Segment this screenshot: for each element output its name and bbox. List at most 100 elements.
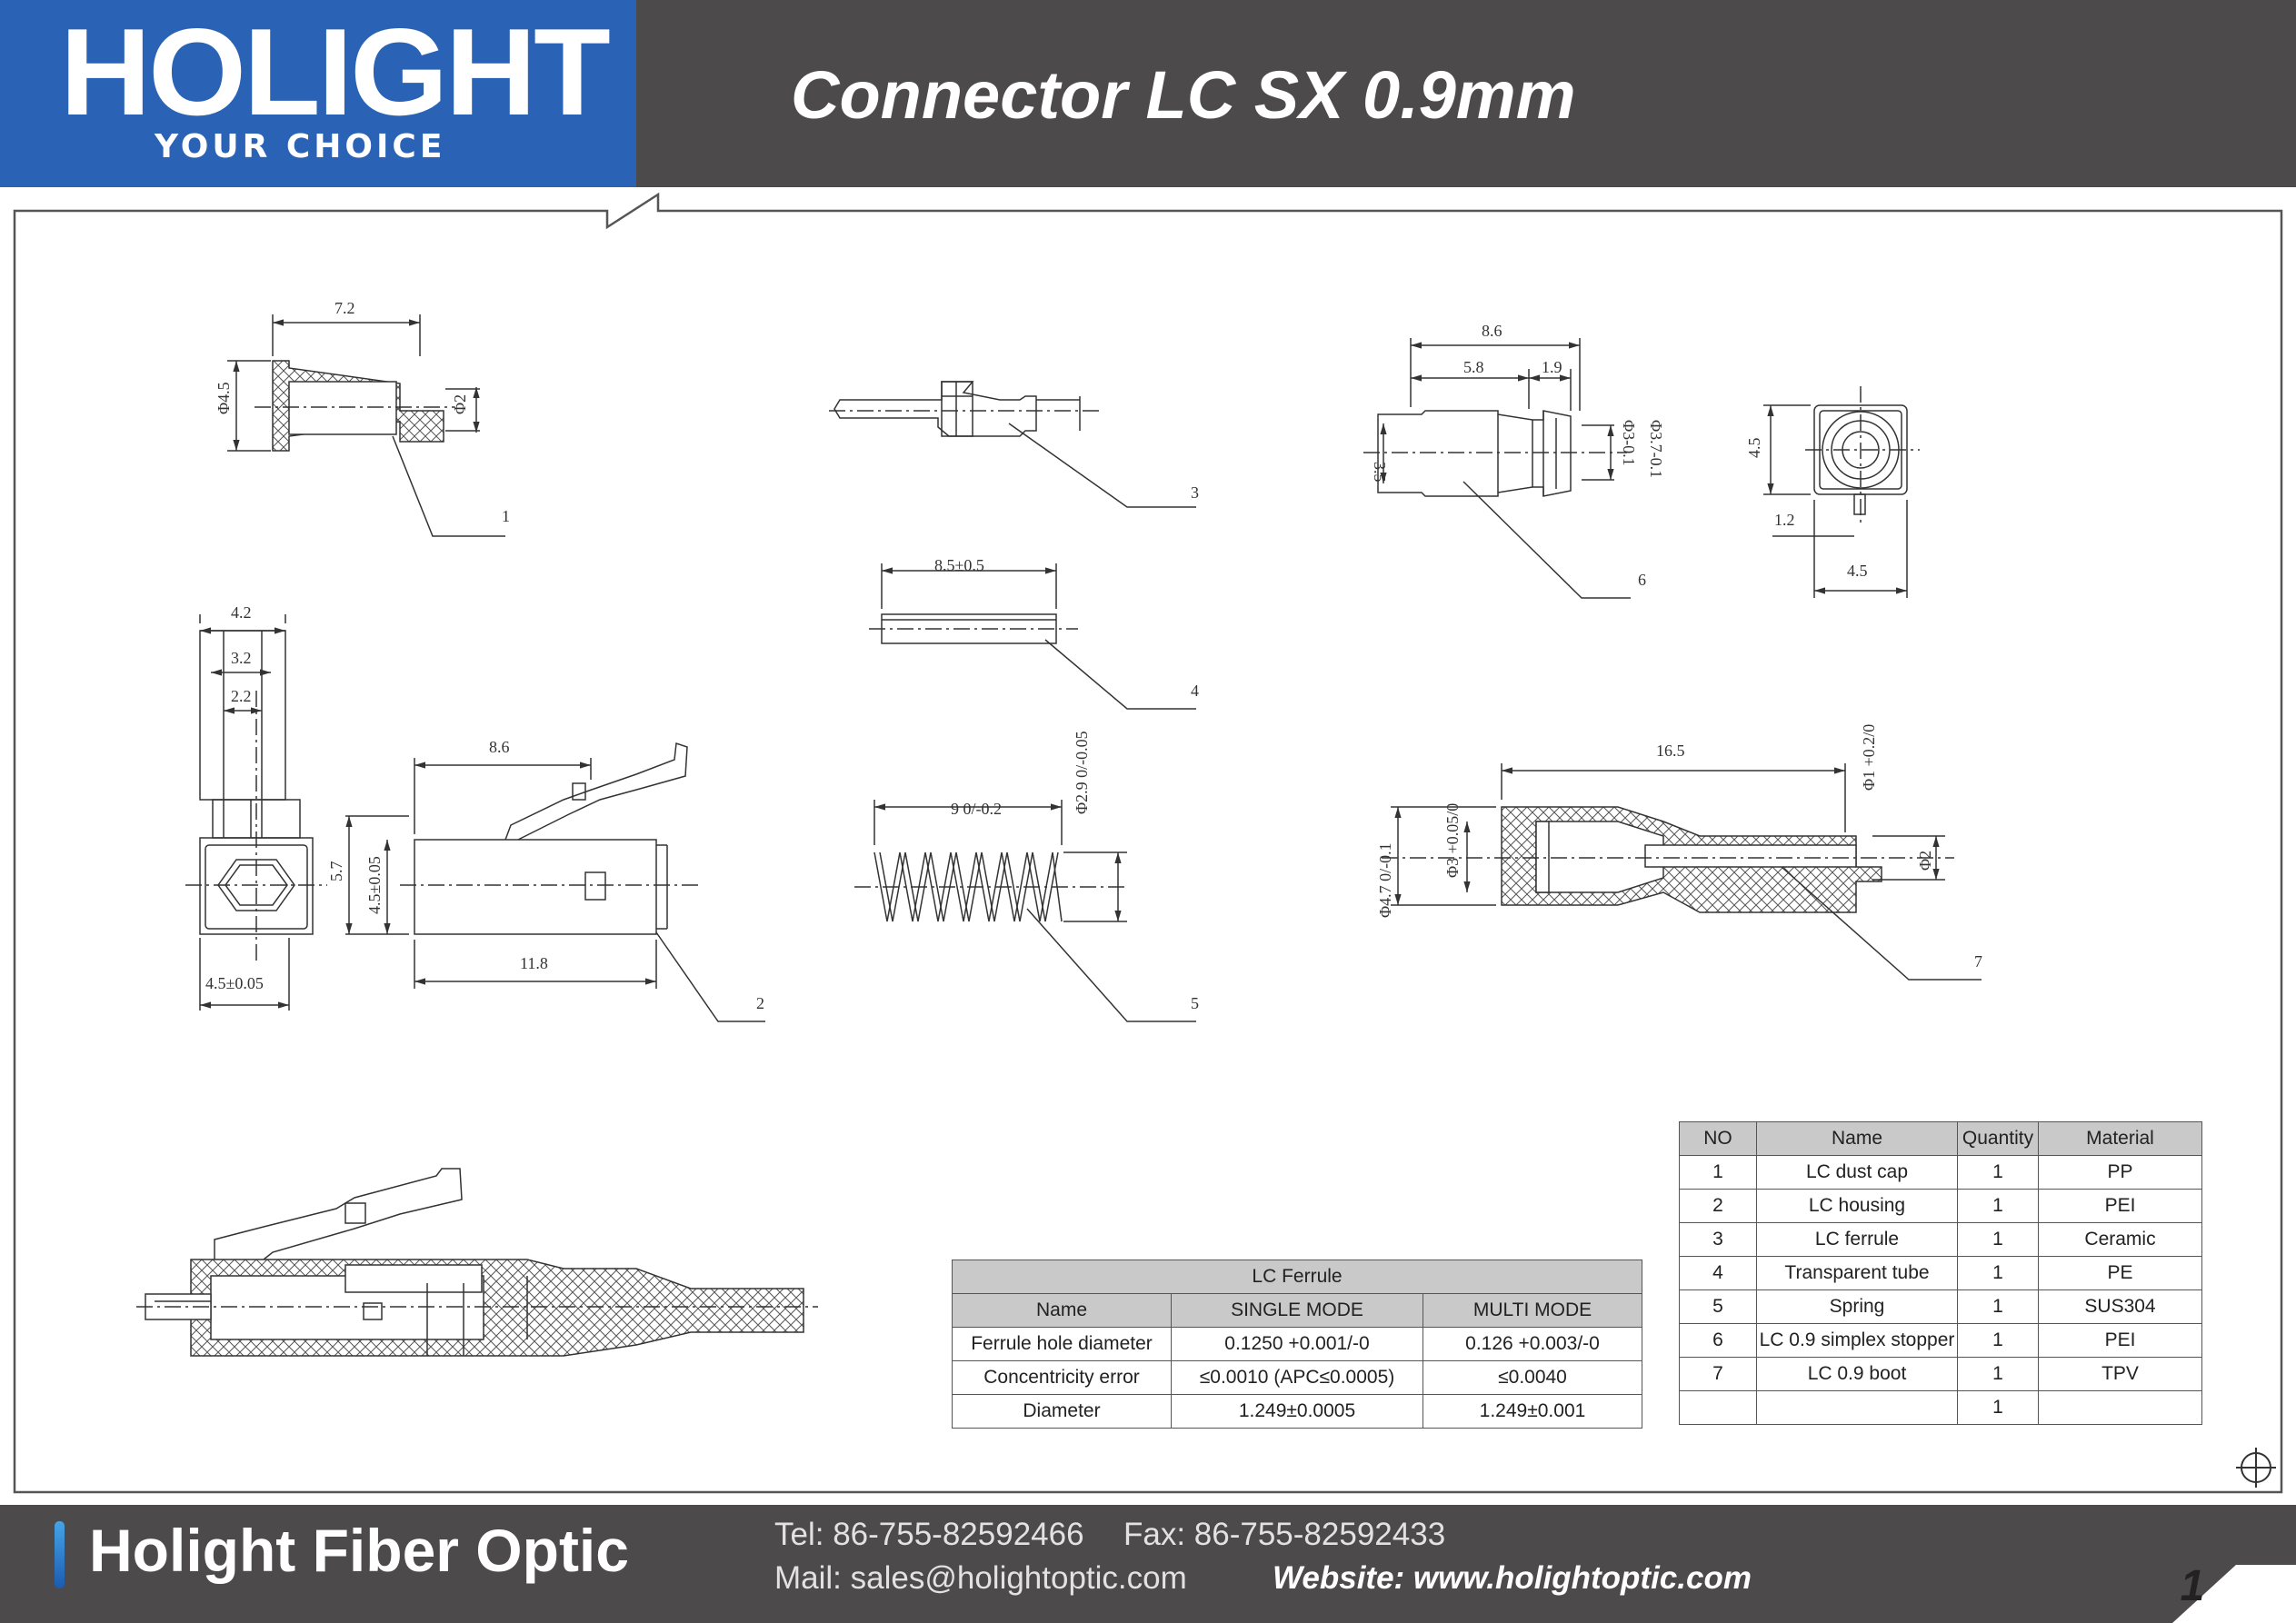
table-cell: 1 xyxy=(1957,1289,2039,1324)
part-3-ferrule-drawing xyxy=(829,381,1196,508)
table-cell: Transparent tube xyxy=(1756,1256,1958,1290)
dim-8-5: 8.5±0.5 xyxy=(934,556,984,574)
table-cell: Ceramic xyxy=(2038,1222,2202,1257)
column-header: Name xyxy=(952,1293,1172,1328)
column-header: Material xyxy=(2038,1121,2202,1156)
dim-phi-3: Φ3-0.1 xyxy=(1620,420,1638,466)
table-cell: PEI xyxy=(2038,1323,2202,1358)
column-header: Quantity xyxy=(1957,1121,2039,1156)
column-header: SINGLE MODE xyxy=(1171,1293,1423,1328)
dim-8-6: 8.6 xyxy=(1482,322,1502,340)
dim-4-5-horizontal: 4.5 xyxy=(1847,562,1868,580)
part-number-3: 3 xyxy=(1191,483,1199,502)
table-cell: ≤0.0040 xyxy=(1423,1360,1642,1395)
part-number-1: 1 xyxy=(502,507,510,525)
dim-phi-2: Φ2 xyxy=(451,394,469,414)
table-cell xyxy=(2038,1390,2202,1425)
part-number-6: 6 xyxy=(1638,571,1646,589)
registration-mark-icon xyxy=(2236,1448,2276,1488)
part-5-spring-drawing xyxy=(854,800,1196,1022)
table-cell: 1 xyxy=(1957,1357,2039,1391)
table-cell: Concentricity error xyxy=(952,1360,1172,1395)
table-cell: 1 xyxy=(1957,1323,2039,1358)
table-cell: TPV xyxy=(2038,1357,2202,1391)
table-cell: ≤0.0010 (APC≤0.0005) xyxy=(1171,1360,1423,1395)
part-number-4: 4 xyxy=(1191,682,1199,700)
table-row: Diameter 1.249±0.0005 1.249±0.001 xyxy=(952,1394,1642,1429)
table-cell: LC housing xyxy=(1756,1189,1958,1223)
table-title: LC Ferrule xyxy=(952,1260,1642,1294)
part-2-housing-side-drawing xyxy=(345,742,765,1022)
table-cell: 2 xyxy=(1679,1189,1757,1223)
dim-phi-3-boot: Φ3 +0.05/0 xyxy=(1443,803,1462,878)
dim-phi-4-5: Φ4.5 xyxy=(215,382,233,414)
part-7-boot-drawing xyxy=(1382,763,1982,981)
table-cell: PEI xyxy=(2038,1189,2202,1223)
logo: HOLIGHT YOUR CHOICE xyxy=(0,0,636,187)
part-6-stopper-drawing xyxy=(1363,338,1631,599)
table-cell: 0.1250 +0.001/-0 xyxy=(1171,1327,1423,1361)
page-title: Connector LC SX 0.9mm xyxy=(791,57,1576,133)
table-cell: SUS304 xyxy=(2038,1289,2202,1324)
dim-11-8: 11.8 xyxy=(520,954,548,972)
part-6-front-view-drawing xyxy=(1763,386,1920,598)
part-number-7: 7 xyxy=(1974,952,1982,971)
table-cell: 1 xyxy=(1957,1390,2039,1425)
table-cell: PP xyxy=(2038,1155,2202,1190)
table-cell: Ferrule hole diameter xyxy=(952,1327,1172,1361)
table-cell: 1 xyxy=(1679,1155,1757,1190)
assembly-drawing xyxy=(136,1168,818,1357)
logo-text: HOLIGHT xyxy=(60,3,611,141)
table-cell: 1.249±0.001 xyxy=(1423,1394,1642,1429)
website-link[interactable]: Website: www.holightoptic.com xyxy=(1273,1560,1752,1596)
dim-3-5: 3.5 xyxy=(1371,462,1389,483)
email-address: Mail: sales@holightoptic.com xyxy=(774,1560,1187,1596)
table-cell: 0.126 +0.003/-0 xyxy=(1423,1327,1642,1361)
dimension-labels: 7.2 Φ4.5 Φ2 1 3 8.6 5.8 1.9 3.5 Φ3-0.1 Φ… xyxy=(205,299,1982,1012)
page-corner xyxy=(2172,1565,2296,1623)
table-cell: 3 xyxy=(1679,1222,1757,1257)
table-cell xyxy=(1679,1390,1757,1425)
dim-16-5: 16.5 xyxy=(1656,742,1685,760)
dim-4-5-vertical: 4.5 xyxy=(1745,438,1763,459)
fax-number: Fax: 86-755-82592433 xyxy=(1123,1517,1446,1552)
part-4-tube-drawing xyxy=(869,563,1196,710)
dim-phi-2-9: Φ2.9 0/-0.05 xyxy=(1073,731,1091,814)
dim-9: 9 0/-0.2 xyxy=(951,800,1002,818)
dim-7-2: 7.2 xyxy=(334,299,355,317)
dim-1-9: 1.9 xyxy=(1542,358,1562,376)
table-cell: 4 xyxy=(1679,1256,1757,1290)
logo-tagline: YOUR CHOICE xyxy=(155,128,446,165)
dim-5-8: 5.8 xyxy=(1463,358,1484,376)
part-2-housing-front-drawing xyxy=(185,614,327,1011)
dim-4-5-tolerance: 4.5±0.05 xyxy=(205,974,264,992)
table-cell: 7 xyxy=(1679,1357,1757,1391)
table-cell: 1 xyxy=(1957,1222,2039,1257)
dim-phi-2-boot: Φ2 xyxy=(1916,851,1934,871)
footer-bar xyxy=(0,1505,2296,1623)
table-row: Ferrule hole diameter 0.1250 +0.001/-0 0… xyxy=(952,1327,1642,1361)
table-header-row: NO Name Quantity Material xyxy=(1679,1121,2202,1156)
table-row: 1 xyxy=(1679,1390,2202,1425)
part-1-dust-cap-drawing xyxy=(227,314,505,537)
table-cell: 5 xyxy=(1679,1289,1757,1324)
column-header: Name xyxy=(1756,1121,1958,1156)
table-cell: Spring xyxy=(1756,1289,1958,1324)
table-cell: 1.249±0.0005 xyxy=(1171,1394,1423,1429)
part-number-2: 2 xyxy=(756,994,764,1012)
dim-5-7: 5.7 xyxy=(327,861,345,882)
table-cell xyxy=(1756,1390,1958,1425)
dim-3-2: 3.2 xyxy=(231,649,252,667)
part-number-5: 5 xyxy=(1191,994,1199,1012)
dim-phi-1: Φ1 +0.2/0 xyxy=(1860,724,1878,791)
table-cell: 1 xyxy=(1957,1155,2039,1190)
dim-phi-3-7: Φ3.7-0.1 xyxy=(1647,420,1665,478)
table-row: Concentricity error ≤0.0010 (APC≤0.0005)… xyxy=(952,1360,1642,1395)
table-row: LC Ferrule xyxy=(952,1260,1642,1294)
